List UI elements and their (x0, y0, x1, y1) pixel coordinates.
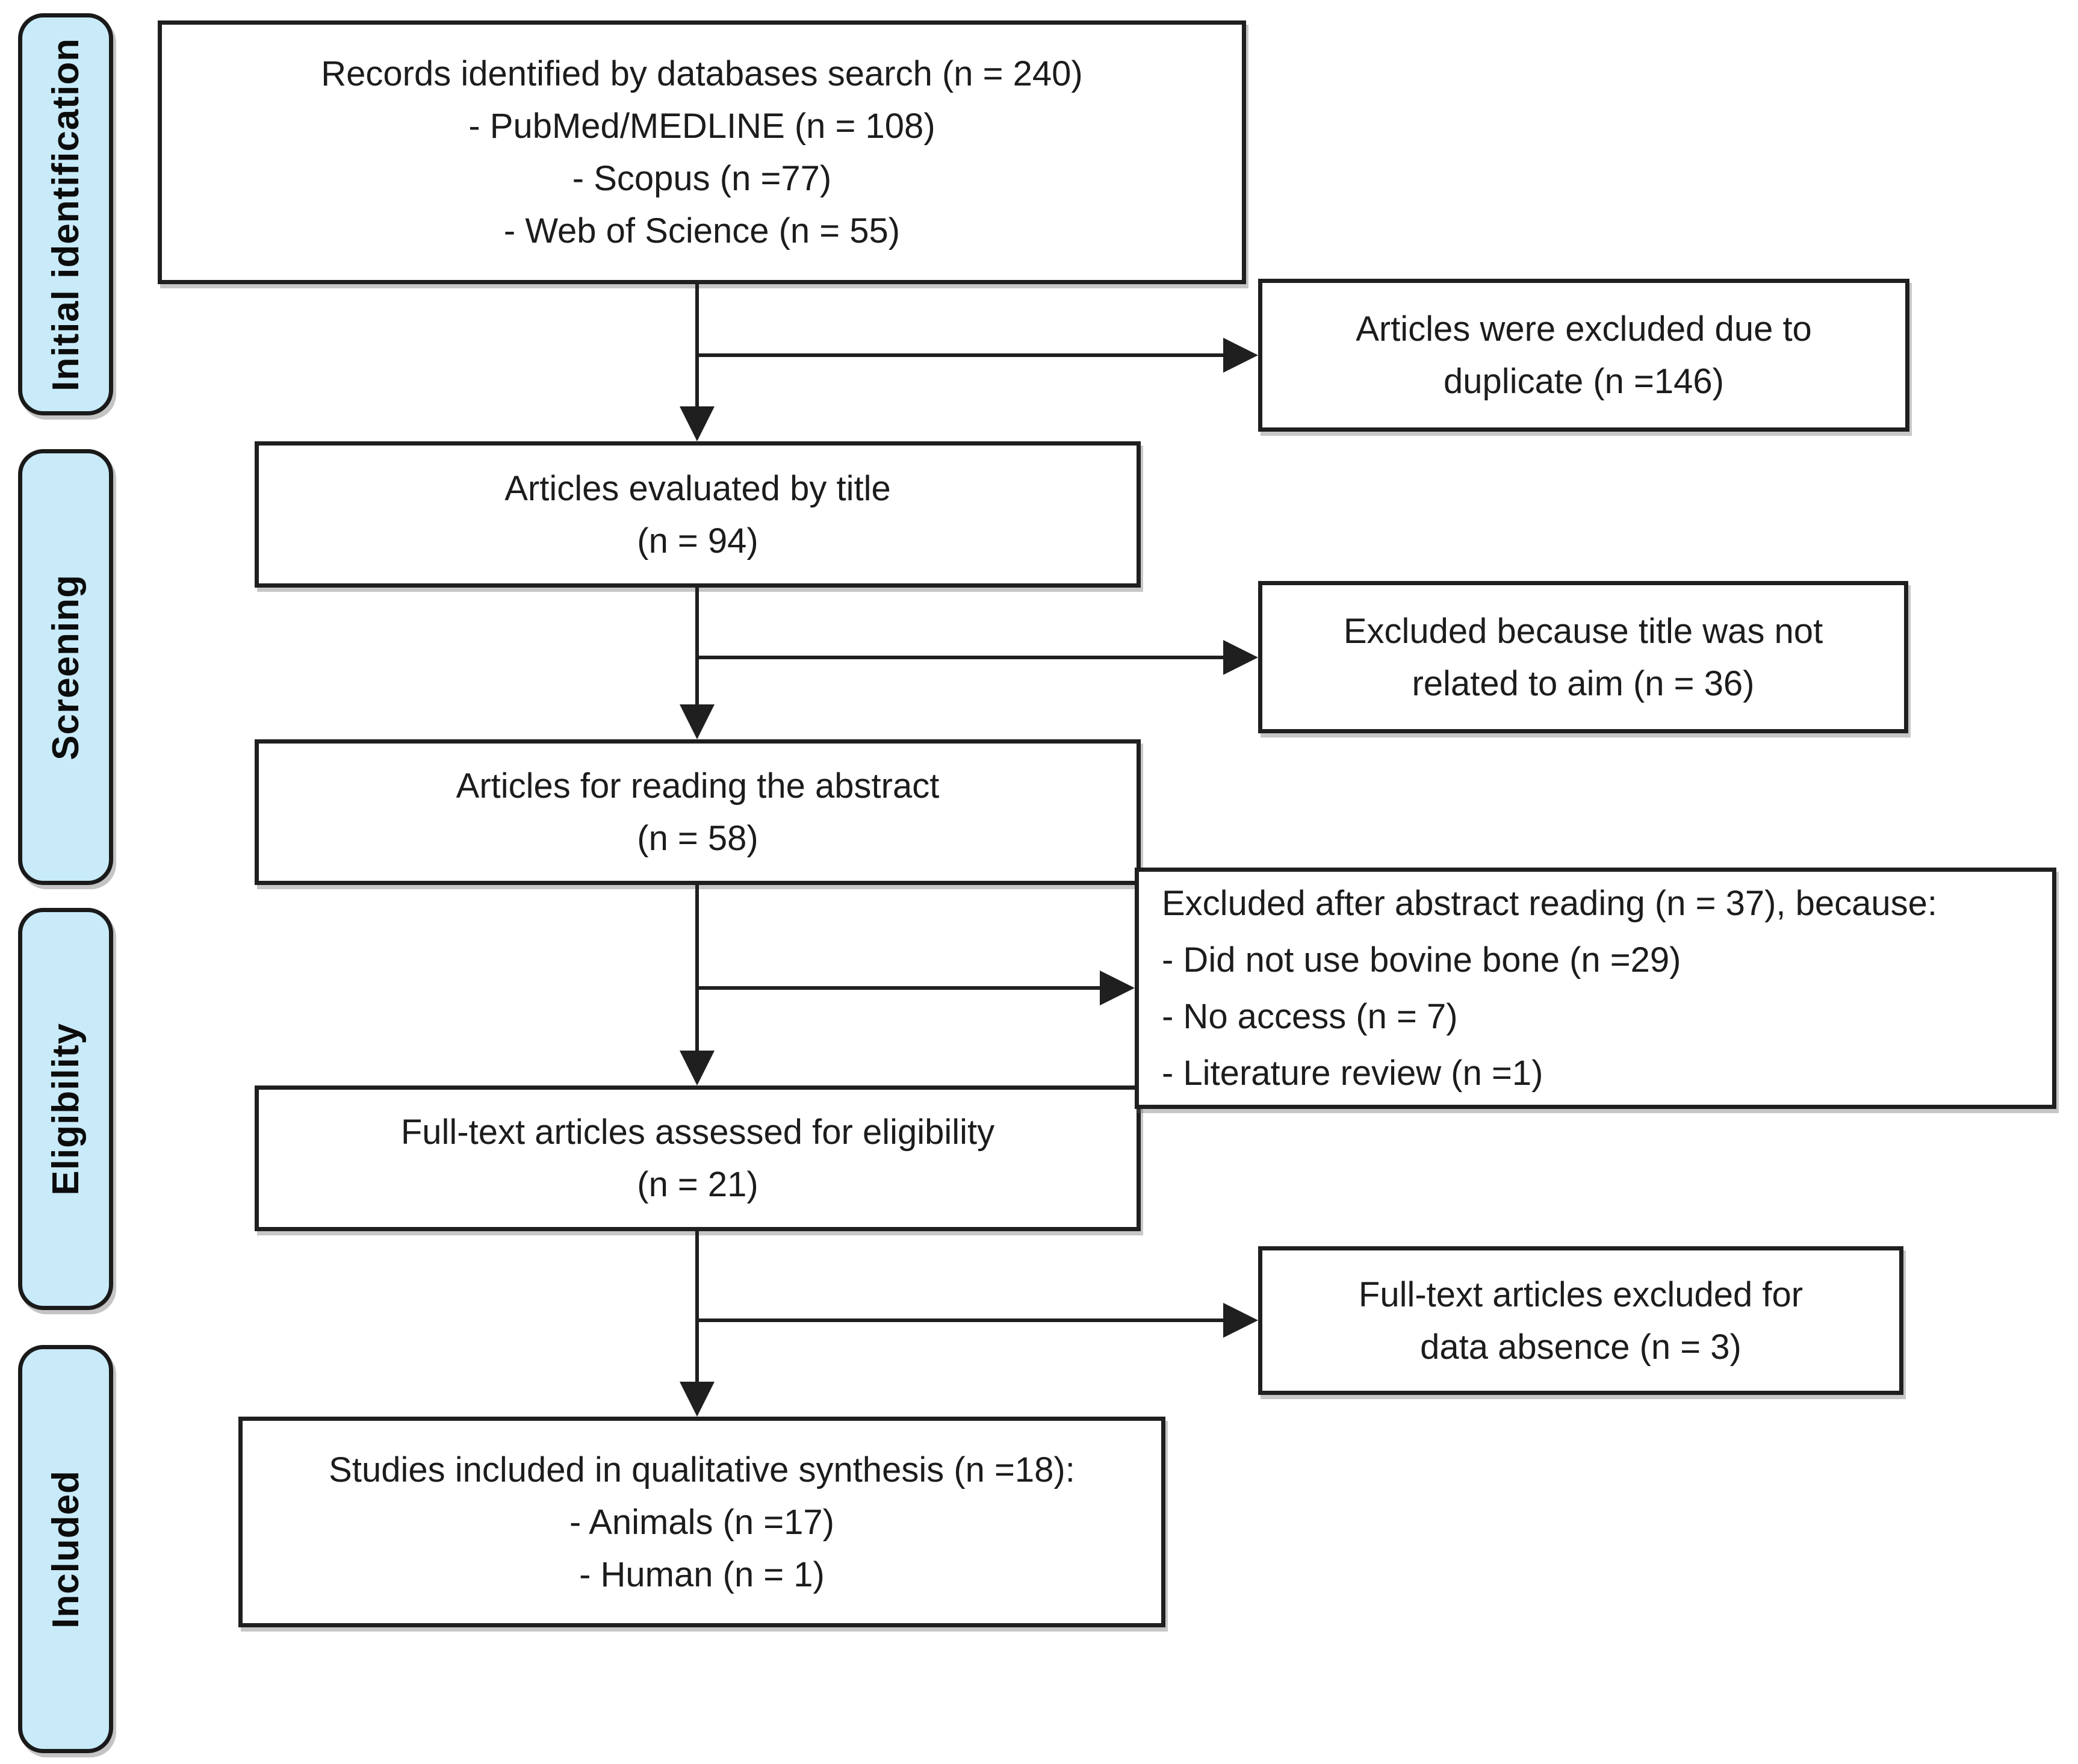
flow-box-text-line: related to aim (n = 36) (1412, 663, 1755, 703)
connector-horizontal-to-title-excluded-box (695, 656, 1227, 659)
stage-box-eligibility: Eligibility (18, 908, 113, 1310)
stage-label-screening: Screening (45, 574, 87, 760)
flow-box-text-line: Articles were excluded due to (1356, 309, 1812, 349)
arrowhead-down-icon (680, 406, 715, 441)
connector-horizontal-to-abstract-excluded-box (695, 986, 1103, 990)
connector-vertical-fulltext-to-included (695, 1231, 699, 1387)
arrowhead-right-icon (1223, 1303, 1258, 1338)
stage-label-eligibility: Eligibility (45, 1022, 87, 1196)
flow-box-reading-abstract: Articles for reading the abstract (n = 5… (255, 739, 1141, 885)
flow-box-text-line: duplicate (n =146) (1444, 362, 1724, 401)
stage-box-screening: Screening (18, 449, 113, 885)
stage-box-included: Included (18, 1345, 113, 1753)
flow-box-text-line: - Human (n = 1) (579, 1554, 825, 1594)
flow-box-text-line: Full-text articles excluded for (1358, 1275, 1804, 1314)
flow-box-records-identified: Records identified by databases search (… (158, 20, 1246, 284)
flow-box-text-line: data absence (n = 3) (1420, 1327, 1741, 1367)
connector-vertical-title-to-abstract (695, 588, 699, 708)
flow-box-text-line: - No access (n = 7) (1162, 996, 1458, 1036)
flow-box-excluded-duplicate: Articles were excluded due to duplicate … (1258, 279, 1909, 432)
arrowhead-right-icon (1223, 640, 1258, 675)
flow-box-text-line: Full-text articles assessed for eligibil… (400, 1113, 995, 1152)
flow-box-text-line: - Animals (n =17) (569, 1502, 834, 1542)
connector-vertical-abstract-to-fulltext (695, 885, 699, 1055)
connector-horizontal-to-duplicate-box (695, 353, 1227, 357)
flow-box-text-line: - Scopus (n =77) (572, 159, 832, 198)
connector-horizontal-to-fulltext-excluded-box (695, 1318, 1227, 1322)
flow-box-excluded-after-abstract: Excluded after abstract reading (n = 37)… (1135, 868, 2056, 1109)
flow-box-included-synthesis: Studies included in qualitative synthesi… (238, 1417, 1165, 1627)
flow-box-text-line: - PubMed/MEDLINE (n = 108) (468, 107, 935, 146)
arrowhead-down-icon (680, 1051, 715, 1085)
flow-box-text-line: (n = 21) (637, 1165, 758, 1204)
flow-box-text-line: Excluded after abstract reading (n = 37)… (1162, 883, 1938, 923)
flow-box-text-line: - Literature review (n =1) (1162, 1053, 1543, 1093)
arrowhead-down-icon (680, 704, 715, 739)
flow-box-text-line: Studies included in qualitative synthesi… (329, 1450, 1075, 1489)
flow-box-text-line: Excluded because title was not (1343, 611, 1823, 651)
flow-box-text-line: Articles for reading the abstract (456, 766, 940, 806)
flow-box-evaluated-by-title: Articles evaluated by title (n = 94) (255, 441, 1141, 588)
arrowhead-down-icon (680, 1382, 715, 1417)
flow-box-excluded-title-not-related: Excluded because title was not related t… (1258, 581, 1908, 733)
flow-box-text-line: Records identified by databases search (… (321, 54, 1083, 93)
flow-box-fulltext-assessed: Full-text articles assessed for eligibil… (255, 1085, 1141, 1231)
stage-box-initial-identification: Initial identification (18, 13, 113, 415)
arrowhead-right-icon (1223, 338, 1258, 373)
arrowhead-right-icon (1100, 971, 1135, 1005)
flow-box-excluded-fulltext: Full-text articles excluded for data abs… (1258, 1246, 1903, 1395)
flow-box-text-line: Articles evaluated by title (504, 468, 891, 508)
flow-box-text-line: - Did not use bovine bone (n =29) (1162, 940, 1681, 980)
flow-box-text-line: (n = 58) (637, 819, 758, 858)
flow-box-text-line: - Web of Science (n = 55) (503, 211, 901, 250)
flow-box-text-line: (n = 94) (637, 521, 758, 561)
connector-vertical-records-to-title (695, 284, 699, 411)
stage-label-included: Included (45, 1470, 87, 1629)
stage-label-initial-identification: Initial identification (45, 37, 87, 391)
